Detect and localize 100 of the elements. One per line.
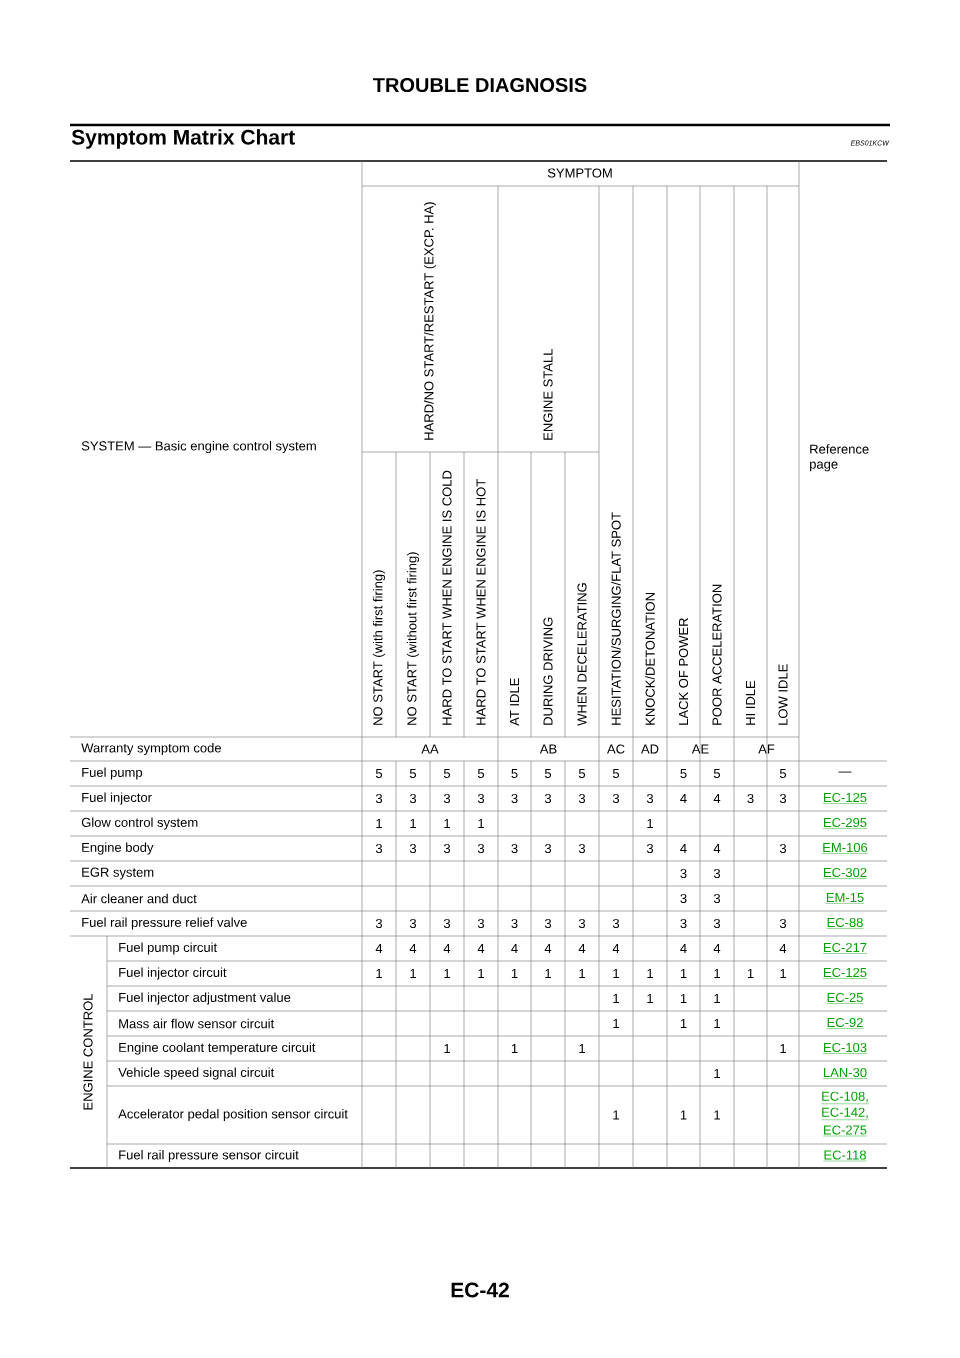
- table-cell: 4: [713, 944, 721, 953]
- table-cell: 1: [511, 969, 518, 978]
- table-cell: 3: [680, 868, 687, 879]
- table-cell: 1: [647, 819, 653, 828]
- table-cell: 3: [443, 918, 451, 929]
- table-cell: 3: [680, 893, 687, 904]
- table-header: POOR ACCELERATION: [712, 584, 722, 725]
- row-label: Fuel rail pressure relief valve: [82, 917, 247, 930]
- page-number: EC-42: [451, 1282, 509, 1298]
- table-cell: 3: [409, 918, 417, 929]
- row-label: Fuel pump circuit: [119, 942, 218, 955]
- table-cell: —: [838, 771, 852, 773]
- table-header: ENGINE STALL: [543, 349, 553, 440]
- row-label: Fuel injector circuit: [119, 967, 227, 980]
- table-cell: 5: [612, 769, 620, 779]
- table-cell: 3: [544, 918, 552, 929]
- table-header: NO START (with first firing): [372, 570, 386, 725]
- table-cell: 3: [409, 843, 417, 854]
- table-cell: 4: [779, 944, 787, 953]
- table-cell: 3: [511, 918, 518, 929]
- table-cell: 1: [545, 969, 551, 978]
- table-cell: 1: [410, 969, 416, 978]
- table-cell: 1: [613, 969, 619, 978]
- row-group-label: ENGINE CONTROL: [83, 993, 93, 1110]
- table-header: LOW IDLE: [778, 664, 788, 725]
- table-cell: 4: [612, 944, 620, 953]
- table-cell: 1: [780, 969, 786, 978]
- table-cell: 1: [444, 819, 450, 828]
- table-cell: 3: [375, 918, 383, 929]
- table-cell: AB: [539, 744, 557, 754]
- table-header: LACK OF POWER: [678, 618, 689, 725]
- table-cell: 3: [646, 843, 654, 854]
- table-cell: 1: [714, 994, 720, 1003]
- row-label: Engine body: [82, 842, 154, 855]
- table-cell: AC: [607, 744, 625, 754]
- table-header: HARD/NO START/RESTART (EXCP. HA): [423, 202, 437, 440]
- table-cell: 5: [375, 769, 383, 779]
- table-cell: 3: [680, 918, 687, 929]
- table-cell: 4: [680, 794, 687, 803]
- reference-link: EC-108,: [820, 1091, 870, 1104]
- table-cell: AE: [691, 744, 709, 754]
- table-cell: 3: [747, 793, 754, 804]
- table-cell: 3: [578, 843, 586, 854]
- reference-link: EC-275: [822, 1125, 868, 1137]
- row-label: Mass air flow sensor circuit: [119, 1018, 275, 1029]
- reference-link: EC-125: [822, 792, 868, 804]
- table-cell: 1: [579, 969, 585, 978]
- table-cell: 3: [713, 918, 721, 929]
- table-cell: 4: [477, 944, 485, 953]
- reference-link: EM-106: [822, 842, 868, 854]
- reference-link: EC-25: [826, 992, 864, 1004]
- table-header: KNOCK/DETONATION: [645, 593, 655, 725]
- table-cell: 4: [713, 794, 721, 803]
- table-cell: 1: [714, 1110, 720, 1120]
- table-cell: 1: [714, 1069, 720, 1078]
- table-cell: 1: [613, 1110, 619, 1120]
- table-cell: 1: [714, 969, 720, 978]
- table-cell: 1: [410, 819, 416, 828]
- table-cell: 1: [647, 969, 653, 978]
- table-cell: 5: [511, 769, 518, 779]
- table-cell: 1: [478, 969, 484, 978]
- reference-link: EM-15: [825, 893, 865, 904]
- table-cell: 3: [375, 793, 383, 804]
- table-cell: 3: [713, 893, 721, 904]
- row-label: Accelerator pedal position sensor circuit: [118, 1108, 348, 1122]
- table-header: HI IDLE: [746, 680, 755, 725]
- table-cell: 3: [477, 843, 485, 854]
- table-cell: 4: [409, 944, 417, 953]
- reference-link: LAN-30: [822, 1067, 868, 1079]
- table-cell: 1: [714, 1019, 720, 1028]
- table-cell: 3: [544, 843, 552, 854]
- table-cell: 5: [409, 769, 417, 779]
- table-cell: 3: [779, 843, 787, 854]
- table-cell: 3: [612, 918, 620, 929]
- page-header: TROUBLE DIAGNOSIS: [373, 77, 587, 93]
- table-cell: 4: [544, 944, 552, 953]
- table-header: SYMPTOM: [547, 168, 612, 178]
- table-cell: 3: [477, 918, 485, 929]
- table-cell: 3: [612, 793, 620, 804]
- table-cell: 3: [443, 843, 451, 854]
- row-label: Warranty symptom code: [81, 742, 221, 756]
- row-label: EGR system: [82, 867, 154, 880]
- table-cell: 1: [780, 1044, 786, 1053]
- table-cell: 3: [443, 793, 451, 804]
- table-header: WHEN DECELERATING: [577, 583, 587, 726]
- table-cell: 4: [443, 944, 451, 953]
- row-label: Fuel rail pressure sensor circuit: [119, 1149, 299, 1163]
- table-cell: 1: [579, 1044, 585, 1053]
- table-cell: 5: [680, 769, 687, 779]
- reference-link: EC-302: [822, 867, 868, 879]
- table-cell: 1: [647, 994, 653, 1003]
- table-cell: 1: [680, 969, 687, 978]
- table-cell: 3: [578, 793, 586, 804]
- table-cell: 5: [477, 769, 485, 779]
- table-cell: 1: [444, 969, 450, 978]
- table-cell: 5: [544, 769, 552, 779]
- table-cell: 3: [646, 793, 654, 804]
- table-cell: 3: [409, 793, 417, 804]
- reference-link: EC-217: [822, 942, 868, 954]
- table-cell: 3: [578, 918, 586, 929]
